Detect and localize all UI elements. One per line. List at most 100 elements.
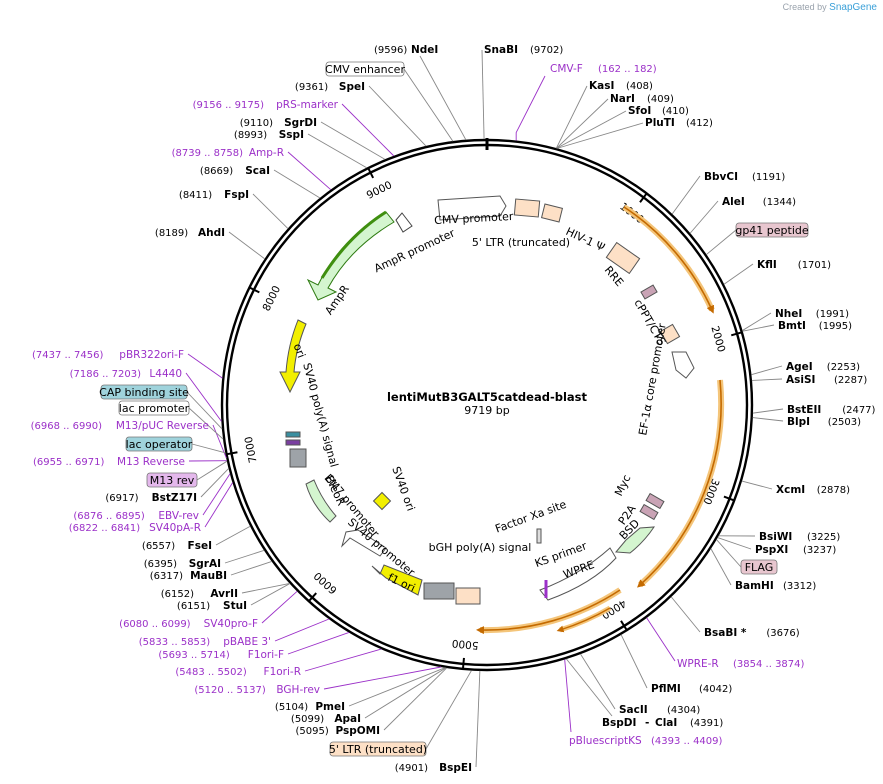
- site-name: BsiWI: [759, 531, 792, 543]
- site-leader: [250, 583, 291, 606]
- site-name: PflMI: [651, 683, 681, 695]
- primer-range: (7437 .. 7456): [32, 350, 104, 361]
- orf-arrow-1: [623, 206, 714, 314]
- site-name: FseI: [188, 540, 212, 552]
- gp41-shape: [640, 284, 658, 300]
- site-leader: [556, 110, 627, 149]
- site-position: (5095): [296, 726, 329, 737]
- hiv-psi-shape: [540, 203, 564, 223]
- site-position: (2503): [828, 417, 861, 428]
- primer-label: M13 Reverse(6955 .. 6971): [33, 456, 185, 468]
- f1-ori-arrow: [371, 564, 423, 596]
- site-name: ClaI: [655, 717, 677, 729]
- tick-label: 6000: [312, 569, 340, 596]
- site-leader: [752, 417, 784, 422]
- site-name: BlpI: [787, 416, 810, 428]
- feature-box-text: lac promoter: [119, 402, 190, 415]
- primer-leader: [204, 482, 233, 528]
- primer-range: (5693 .. 5714): [158, 650, 230, 661]
- site-label: AleI(1344): [722, 196, 796, 208]
- tick-label: 8000: [261, 284, 284, 313]
- site-position: (6152): [161, 589, 194, 600]
- primer-name: pBR322ori-F: [119, 349, 184, 361]
- tick-label: 9000: [365, 179, 394, 202]
- site-leader: [565, 658, 613, 717]
- primer-leader: [261, 590, 298, 624]
- site-name: SacII: [619, 704, 648, 716]
- site-name: SfoI: [628, 105, 651, 117]
- plasmid-title: lentiMutB3GALT5catdead-blast: [387, 390, 588, 404]
- site-position: (8411): [179, 190, 212, 201]
- primer-range: (5120 .. 5137): [194, 685, 266, 696]
- site-position: (6151): [177, 601, 210, 612]
- primer-name: M13 Reverse: [117, 456, 185, 468]
- feature-label: SV40 ori: [389, 465, 417, 513]
- site-leader: [751, 365, 783, 376]
- primer-leader: [185, 372, 222, 422]
- tick-mark: [225, 451, 238, 456]
- primer-leader: [287, 151, 332, 191]
- primer-label: pBR322ori-F (7437 .. 7456): [32, 349, 184, 361]
- site-name: SgrDI: [284, 117, 317, 129]
- site-position: (3225): [807, 532, 840, 543]
- site-label: AhdI(8189): [155, 227, 225, 239]
- site-leader: [671, 175, 701, 215]
- site-position: (9596): [374, 45, 407, 56]
- site-label: KflI(1701): [757, 259, 831, 271]
- feature-box-label: CMV enhancer: [325, 61, 405, 77]
- site-label: MauBI(6317): [150, 570, 227, 582]
- primer-name: CMV-F: [550, 63, 583, 75]
- site-name: SpeI: [339, 81, 365, 93]
- site-leader: [215, 525, 251, 546]
- site-name: AleI: [722, 196, 745, 208]
- site-leader: [241, 582, 290, 594]
- site-name: PspOMI: [335, 725, 380, 737]
- site-position: (1701): [798, 260, 831, 271]
- primer-name: pRS-marker: [276, 99, 339, 111]
- site-leader: [717, 537, 752, 550]
- site-leader: [224, 549, 265, 564]
- site-name: PluTI: [645, 117, 675, 129]
- site-position: (2878): [817, 485, 850, 496]
- primer-name: M13/pUC Reverse: [116, 420, 209, 432]
- feature-box-label: M13 rev: [146, 472, 198, 488]
- feature-leader: [186, 391, 223, 430]
- primer-name: EBV-rev: [158, 510, 199, 522]
- site-leader: [368, 85, 427, 147]
- site-position: (8189): [155, 228, 188, 239]
- site-position: (1995): [819, 321, 852, 332]
- site-name: NdeI: [411, 44, 438, 56]
- site-name: PmeI: [315, 701, 345, 713]
- primer-label: pBluescriptKS(4393 .. 4409): [569, 735, 723, 747]
- site-name: FspI: [224, 189, 249, 201]
- site-label: BspEI(4901): [395, 762, 472, 774]
- primer-label: M13/pUC Reverse(6968 .. 6990): [31, 420, 209, 432]
- site-label: (9596) NdeI: [374, 44, 438, 56]
- primer-name: SV40pro-F: [204, 618, 258, 630]
- feature-label: bGH poly(A) signal: [429, 541, 532, 554]
- site-name: NarI: [610, 93, 635, 105]
- site-position: (1991): [816, 309, 849, 320]
- feature-label: HIV-1 Ψ: [564, 225, 607, 254]
- orf-arrow-4: [556, 607, 611, 633]
- primer-name: pBluescriptKS: [569, 735, 642, 747]
- feature-leader: [403, 68, 454, 142]
- primer-name: WPRE-R: [677, 658, 719, 670]
- site-name: StuI: [223, 600, 247, 612]
- site-label: BamHI(3312): [735, 580, 816, 592]
- factor-xa-shape: [536, 528, 542, 544]
- site-name: KasI: [589, 80, 614, 92]
- feature-box-label: gp41 peptide: [735, 222, 809, 238]
- primer-range: (6876 .. 6895): [73, 511, 145, 522]
- feature-label: EF-1α core promoter: [636, 322, 669, 436]
- feature-leader: [425, 670, 472, 750]
- site-leader: [555, 85, 588, 149]
- primer-label: F1ori-F(5693 .. 5714): [158, 649, 284, 661]
- feature-box-text: gp41 peptide: [735, 224, 809, 237]
- orf-arrow-3: [476, 589, 621, 635]
- site-position: (5104): [275, 702, 308, 713]
- site-label: SgrAI(6395): [144, 558, 221, 570]
- orf-arrows: [476, 204, 725, 635]
- feature-box: [329, 741, 427, 757]
- sv40-ori-shape: [372, 491, 392, 511]
